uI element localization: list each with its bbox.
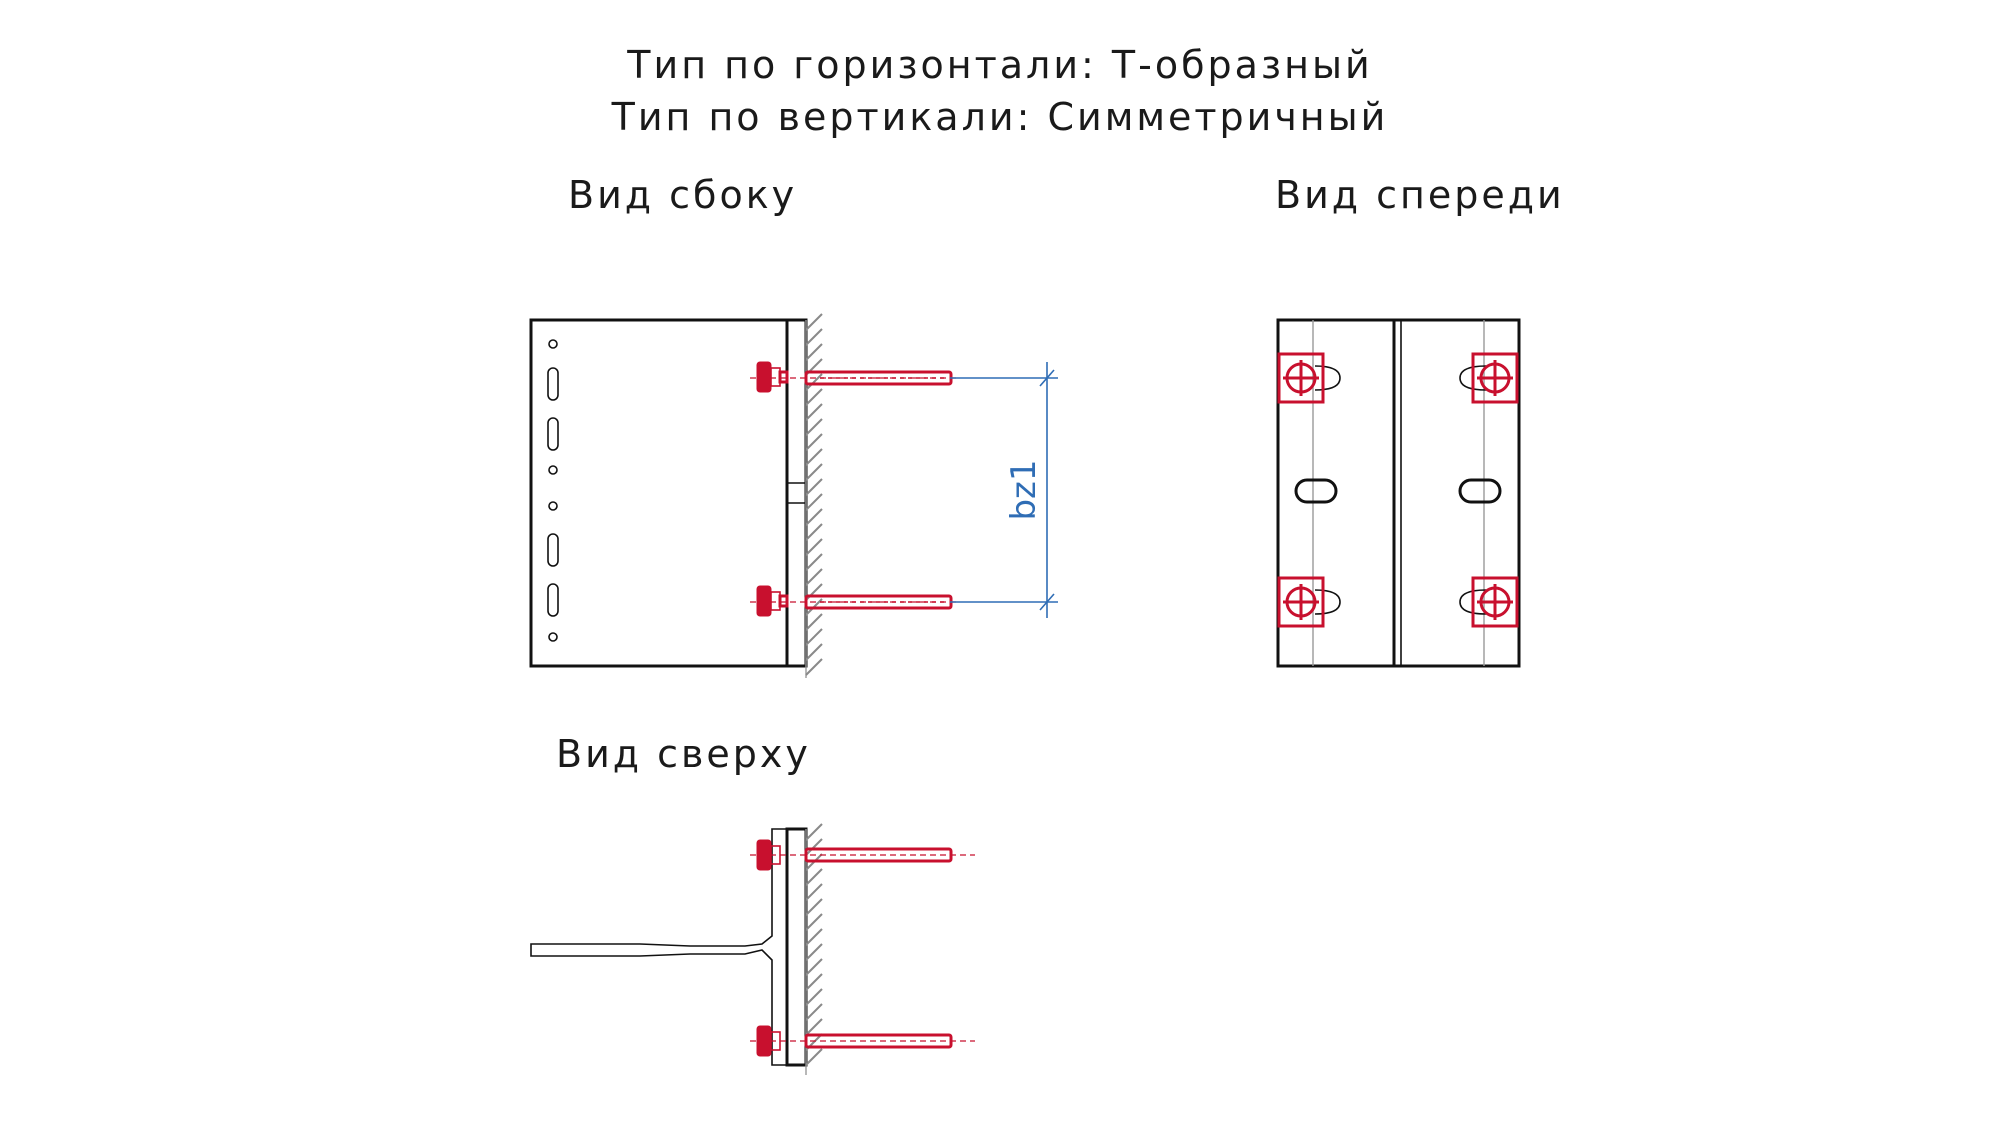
anchor-bolt-icon <box>750 361 960 393</box>
anchor-head-icon <box>1277 352 1341 404</box>
horizontal-type-label: Тип по горизонтали: Т-образный <box>626 43 1372 87</box>
front-view <box>1276 318 1521 668</box>
side-view: bz1 <box>529 313 1058 678</box>
front-view-title: Вид спереди <box>1275 173 1565 217</box>
anchor-head-icon <box>1459 352 1519 404</box>
dimension-label: bz1 <box>1004 459 1044 520</box>
side-perforation <box>547 339 559 642</box>
anchor-bolt-icon <box>750 1025 975 1057</box>
bracket-side-body <box>529 318 789 668</box>
anchor-bolt-icon <box>750 585 960 617</box>
anchor-bolt-icon <box>750 839 975 871</box>
wall-hatching <box>805 313 823 676</box>
anchor-head-icon <box>1277 576 1341 628</box>
bracket-front-body <box>1276 318 1521 668</box>
t-profile <box>530 828 788 1066</box>
side-view-title: Вид сбоку <box>568 173 797 217</box>
top-view-title: Вид сверху <box>556 732 811 776</box>
front-slot <box>1458 478 1502 504</box>
anchor-head-icon <box>1459 576 1519 628</box>
front-slot <box>1294 478 1338 504</box>
dimension-bz1: bz1 <box>950 362 1058 618</box>
wall-hatching <box>805 823 823 1066</box>
bracket-side-plate <box>785 318 808 668</box>
vertical-type-label: Тип по вертикали: Симметричный <box>611 95 1389 139</box>
top-base-plate <box>785 827 808 1067</box>
top-view <box>530 823 975 1075</box>
